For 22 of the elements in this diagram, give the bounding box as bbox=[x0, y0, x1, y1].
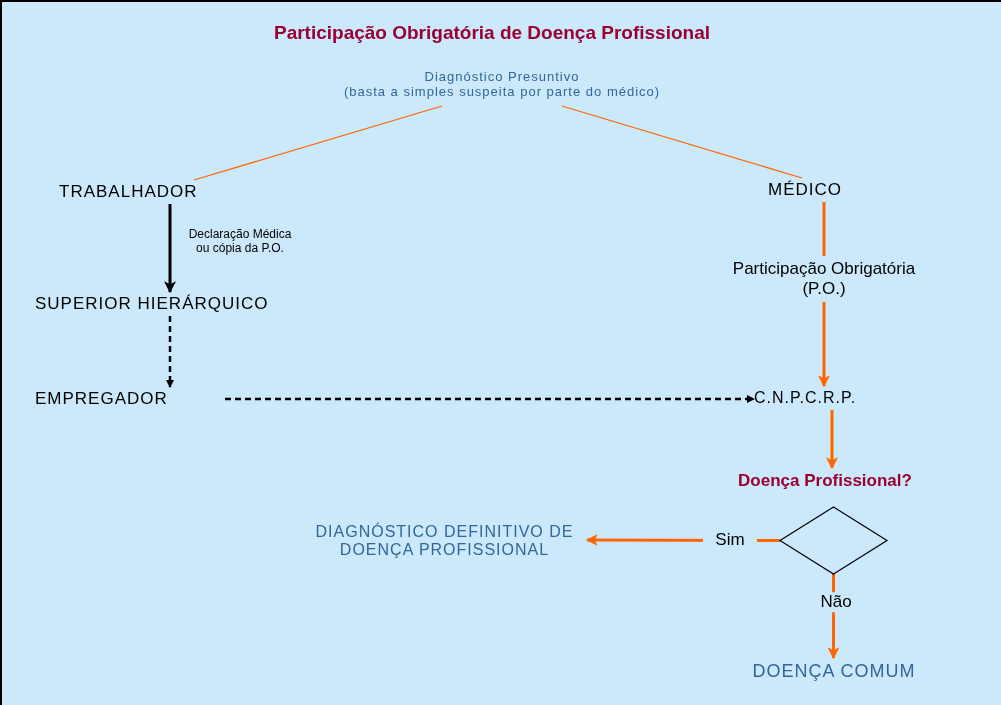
arrow bbox=[164, 204, 176, 294]
flow-text: Doença Profissional? bbox=[690, 468, 960, 494]
connector-line bbox=[193, 105, 443, 181]
flow-text: DOENÇA COMUM bbox=[720, 658, 948, 684]
flow-text: DIAGNÓSTICO DEFINITIVO DE DOENÇA PROFISSIONAL bbox=[302, 516, 587, 566]
edge-label: Declaração Médica ou cópia da P.O. bbox=[187, 228, 293, 256]
arrow bbox=[818, 302, 830, 388]
connector-line bbox=[822, 202, 826, 256]
flow-text: MÉDICO bbox=[768, 178, 880, 202]
diamond-shape bbox=[780, 507, 887, 574]
flow-text: Participação Obrigatória (P.O.) bbox=[714, 256, 934, 302]
node-note: (basta a simples suspeita por parte do médico) bbox=[343, 85, 661, 100]
flow-text: TRABALHADOR bbox=[59, 180, 254, 204]
arrow bbox=[826, 410, 838, 470]
diagram-title: Participação Obrigatória de Doença Profissional bbox=[272, 22, 712, 44]
flow-text: SUPERIOR HIERÁRQUICO bbox=[35, 292, 365, 316]
flow-text: C.N.P.C.R.P. bbox=[754, 386, 914, 410]
arrow bbox=[225, 395, 755, 403]
node-heading: Diagnóstico Presuntivo bbox=[424, 70, 580, 85]
connector-line bbox=[561, 105, 803, 179]
flow-text: EMPREGADOR bbox=[35, 387, 225, 411]
arrow bbox=[166, 316, 174, 388]
